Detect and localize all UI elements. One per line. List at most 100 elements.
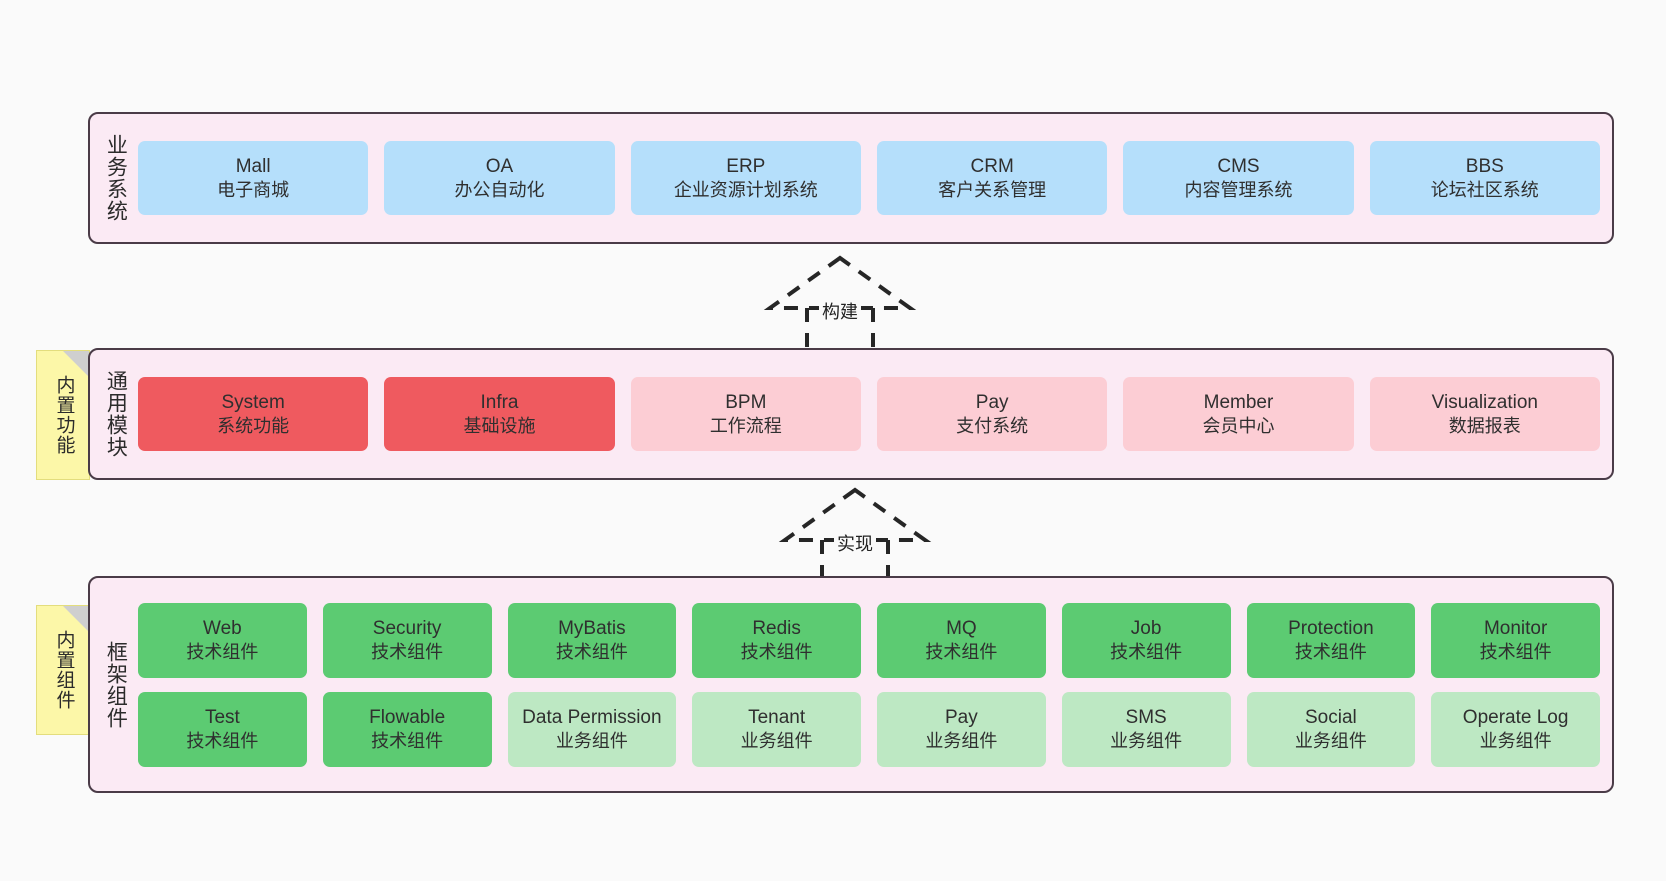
- layer-framework-components: 框架组件 Web 技术组件 Security 技术组件 MyBatis 技术组件…: [88, 576, 1614, 793]
- card-subtitle: 业务组件: [555, 730, 628, 751]
- card-bpm[interactable]: BPM 工作流程: [630, 377, 861, 451]
- card-job[interactable]: Job 技术组件: [1061, 602, 1231, 678]
- card-subtitle: 基础设施: [463, 415, 536, 436]
- card-title: Mall: [235, 155, 271, 177]
- card-title: Infra: [480, 391, 519, 413]
- card-row: Web 技术组件 Security 技术组件 MyBatis 技术组件 Redi…: [138, 602, 1600, 678]
- card-bbs[interactable]: BBS 论坛社区系统: [1369, 141, 1600, 215]
- card-subtitle: 业务组件: [1110, 730, 1183, 751]
- card-title: MQ: [946, 617, 977, 639]
- card-title: System: [221, 391, 285, 413]
- card-subtitle: 技术组件: [1479, 641, 1552, 662]
- card-subtitle: 业务组件: [1479, 730, 1552, 751]
- layer-common-modules: 通用模块 System 系统功能 Infra 基础设施 BPM 工作流程 Pay…: [88, 348, 1614, 480]
- card-crm[interactable]: CRM 客户关系管理: [876, 141, 1108, 215]
- card-title: ERP: [726, 155, 766, 177]
- card-protection[interactable]: Protection 技术组件: [1246, 602, 1416, 678]
- card-infra[interactable]: Infra 基础设施: [384, 377, 615, 451]
- card-title: BBS: [1465, 155, 1504, 177]
- card-title: BPM: [725, 391, 767, 413]
- card-subtitle: 技术组件: [740, 641, 813, 662]
- card-subtitle: 技术组件: [186, 730, 259, 751]
- card-subtitle: 企业资源计划系统: [673, 179, 818, 200]
- sticky-note-builtin-functions: 内置功能: [36, 350, 90, 480]
- card-sms[interactable]: SMS 业务组件: [1061, 691, 1231, 767]
- card-pay-business[interactable]: Pay 业务组件: [877, 691, 1046, 767]
- card-title: Monitor: [1483, 617, 1548, 639]
- card-subtitle: 系统功能: [217, 415, 290, 436]
- card-subtitle: 技术组件: [555, 641, 628, 662]
- card-redis[interactable]: Redis 技术组件: [692, 602, 861, 678]
- card-member[interactable]: Member 会员中心: [1123, 377, 1354, 451]
- card-title: Tenant: [748, 706, 806, 728]
- layer-label-framework-components: 框架组件: [104, 640, 128, 729]
- card-subtitle: 电子商城: [217, 179, 290, 200]
- card-flowable[interactable]: Flowable 技术组件: [322, 691, 492, 767]
- card-subtitle: 技术组件: [371, 641, 444, 662]
- card-title: CRM: [970, 155, 1014, 177]
- card-operate-log[interactable]: Operate Log 业务组件: [1431, 691, 1600, 767]
- card-subtitle: 技术组件: [1110, 641, 1183, 662]
- card-subtitle: 业务组件: [925, 730, 998, 751]
- card-mybatis[interactable]: MyBatis 技术组件: [507, 602, 677, 678]
- connector-label-realize: 实现: [834, 530, 876, 556]
- card-title: Pay: [945, 706, 978, 728]
- card-monitor[interactable]: Monitor 技术组件: [1431, 602, 1600, 678]
- card-title: Social: [1305, 706, 1357, 728]
- card-title: Web: [203, 617, 242, 639]
- card-title: Test: [204, 706, 240, 728]
- layer-body-common-modules: System 系统功能 Infra 基础设施 BPM 工作流程 Pay 支付系统…: [134, 360, 1600, 468]
- card-title: MyBatis: [558, 617, 626, 639]
- connector-build: 构建: [745, 252, 935, 357]
- card-title: Operate Log: [1462, 706, 1569, 728]
- card-title: Member: [1203, 391, 1274, 413]
- card-mq[interactable]: MQ 技术组件: [877, 602, 1046, 678]
- card-data-permission[interactable]: Data Permission 业务组件: [507, 691, 677, 767]
- card-title: Data Permission: [522, 706, 662, 728]
- card-subtitle: 技术组件: [1294, 641, 1367, 662]
- card-pay[interactable]: Pay 支付系统: [876, 377, 1108, 451]
- card-subtitle: 技术组件: [186, 641, 259, 662]
- layer-body-business-systems: Mall 电子商城 OA 办公自动化 ERP 企业资源计划系统 CRM 客户关系…: [134, 124, 1600, 232]
- sticky-note-builtin-components: 内置组件: [36, 605, 90, 735]
- card-subtitle: 技术组件: [925, 641, 998, 662]
- card-subtitle: 论坛社区系统: [1430, 179, 1539, 200]
- card-title: Visualization: [1431, 391, 1538, 413]
- card-subtitle: 支付系统: [956, 415, 1029, 436]
- card-security[interactable]: Security 技术组件: [322, 602, 492, 678]
- connector-label-build: 构建: [819, 298, 861, 324]
- card-web[interactable]: Web 技术组件: [138, 602, 307, 678]
- layer-business-systems: 业务系统 Mall 电子商城 OA 办公自动化 ERP 企业资源计划系统 CRM…: [88, 112, 1614, 244]
- card-visualization[interactable]: Visualization 数据报表: [1369, 377, 1600, 451]
- card-row: Mall 电子商城 OA 办公自动化 ERP 企业资源计划系统 CRM 客户关系…: [138, 141, 1600, 215]
- card-cms[interactable]: CMS 内容管理系统: [1123, 141, 1354, 215]
- card-subtitle: 数据报表: [1448, 415, 1521, 436]
- sticky-note-label: 内置功能: [53, 375, 75, 455]
- card-social[interactable]: Social 业务组件: [1246, 691, 1416, 767]
- card-erp[interactable]: ERP 企业资源计划系统: [630, 141, 861, 215]
- card-subtitle: 内容管理系统: [1184, 179, 1293, 200]
- card-title: SMS: [1125, 706, 1167, 728]
- card-row: Test 技术组件 Flowable 技术组件 Data Permission …: [138, 691, 1600, 767]
- connector-realize: 实现: [760, 484, 950, 589]
- card-title: Protection: [1288, 617, 1374, 639]
- card-title: CMS: [1217, 155, 1260, 177]
- card-subtitle: 会员中心: [1202, 415, 1275, 436]
- card-mall[interactable]: Mall 电子商城: [138, 141, 369, 215]
- sticky-note-label: 内置组件: [53, 630, 75, 710]
- card-subtitle: 工作流程: [709, 415, 782, 436]
- card-title: Redis: [752, 617, 801, 639]
- card-tenant[interactable]: Tenant 业务组件: [692, 691, 861, 767]
- card-row: System 系统功能 Infra 基础设施 BPM 工作流程 Pay 支付系统…: [138, 377, 1600, 451]
- layer-label-common-modules: 通用模块: [104, 370, 128, 458]
- card-subtitle: 技术组件: [371, 730, 444, 751]
- card-title: Pay: [975, 391, 1009, 413]
- layer-label-business-systems: 业务系统: [104, 134, 128, 222]
- card-title: Security: [372, 617, 442, 639]
- card-subtitle: 客户关系管理: [938, 179, 1047, 200]
- card-system[interactable]: System 系统功能: [138, 377, 369, 451]
- card-test[interactable]: Test 技术组件: [138, 691, 307, 767]
- card-title: OA: [485, 155, 514, 177]
- card-oa[interactable]: OA 办公自动化: [384, 141, 615, 215]
- layer-body-framework-components: Web 技术组件 Security 技术组件 MyBatis 技术组件 Redi…: [134, 588, 1600, 781]
